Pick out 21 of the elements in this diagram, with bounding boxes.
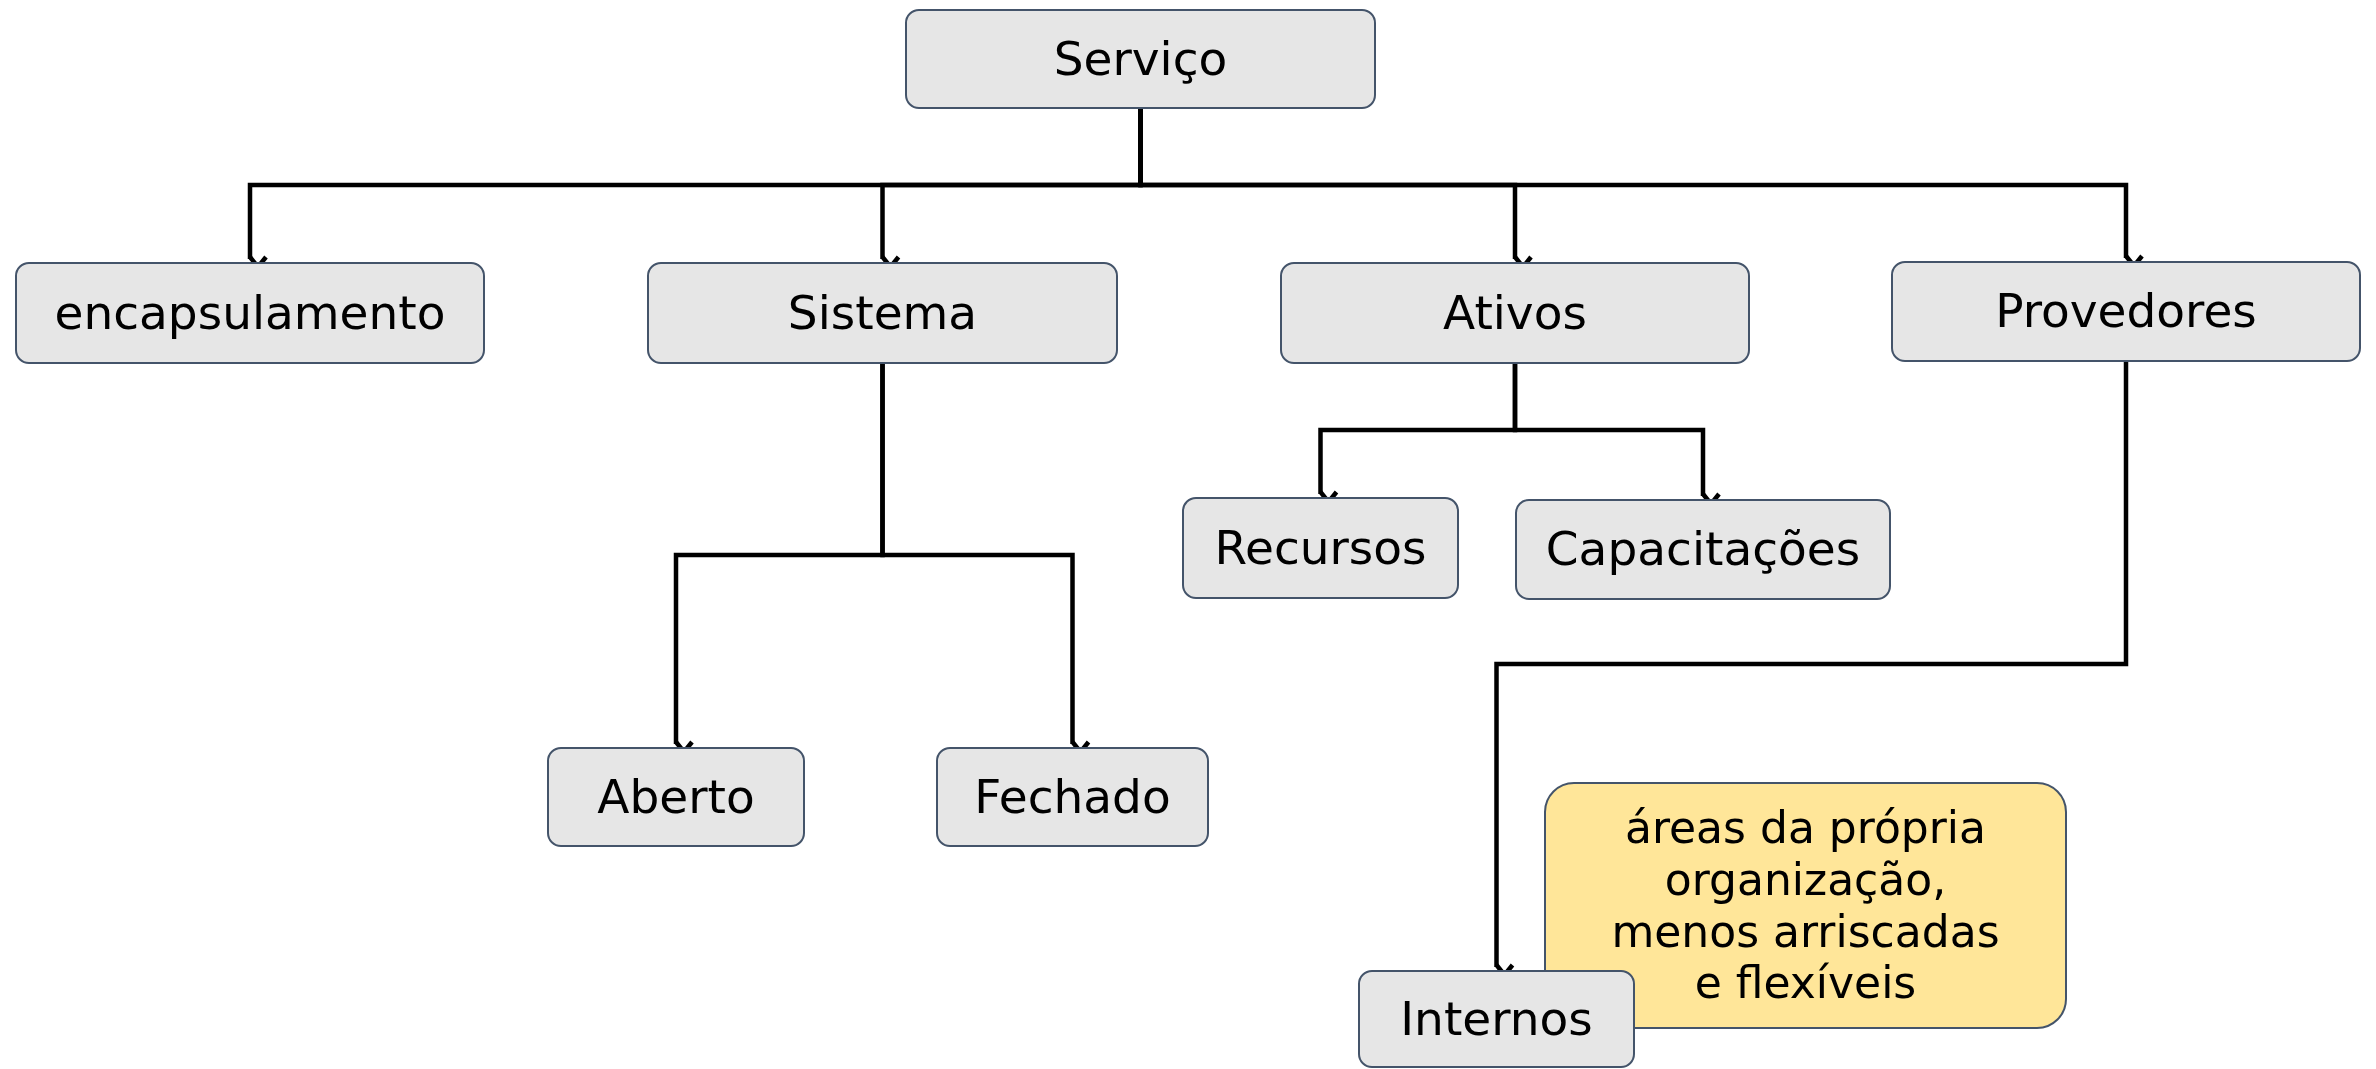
concept-box bbox=[905, 9, 1376, 109]
node-label: Internos bbox=[1400, 990, 1593, 1048]
node-label: Fechado bbox=[974, 768, 1171, 826]
concept-box bbox=[1358, 970, 1635, 1068]
concept-box bbox=[647, 262, 1118, 364]
node-label: Capacitações bbox=[1545, 521, 1861, 578]
node-label: áreas da própria organização, menos arriscadas e flexíveis bbox=[1610, 801, 2001, 1010]
node-label: Provedores bbox=[1995, 283, 2257, 340]
node-label: Ativos bbox=[1443, 284, 1587, 342]
concept-box bbox=[1891, 261, 2361, 362]
node-label: Aberto bbox=[597, 768, 755, 826]
concept-box bbox=[1182, 497, 1459, 599]
concept-box bbox=[547, 747, 805, 847]
concept-box bbox=[1280, 262, 1750, 364]
node-label: Serviço bbox=[1053, 30, 1228, 88]
concept-box bbox=[15, 262, 485, 364]
node-label: Sistema bbox=[787, 284, 978, 342]
node-label: Recursos bbox=[1214, 519, 1427, 577]
node-label: encapsulamento bbox=[54, 284, 446, 342]
concept-box bbox=[936, 747, 1209, 847]
concept-box bbox=[1515, 499, 1891, 600]
